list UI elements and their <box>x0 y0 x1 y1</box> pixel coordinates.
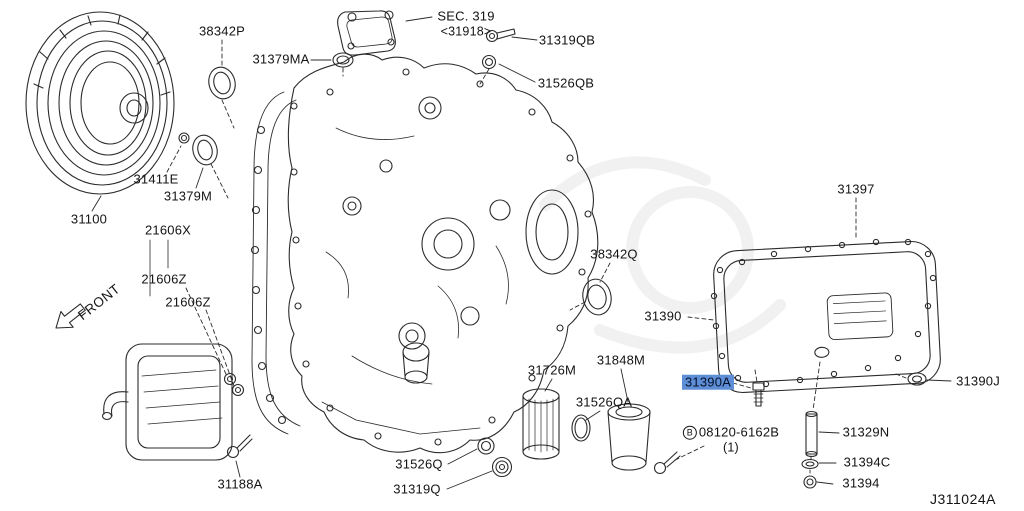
control-bracket-drawing <box>332 10 396 68</box>
leader-lines <box>91 16 952 490</box>
part-label-31390J[interactable]: 31390J <box>956 373 1000 389</box>
part-label-31188A[interactable]: 31188A <box>217 476 263 492</box>
part-label-31319QB[interactable]: 31319QB <box>538 32 596 48</box>
part-label-38342P[interactable]: 38342P <box>198 23 246 39</box>
front-arrow <box>55 303 86 329</box>
part-label-31394C[interactable]: 31394C <box>843 454 891 470</box>
part-label-sec-319[interactable]: SEC. 319<31918> <box>437 8 495 39</box>
pan-hardware-drawing <box>752 372 927 489</box>
part-label-31379M[interactable]: 31379M <box>163 188 213 204</box>
oil-cooler-drawing <box>101 343 253 461</box>
part-label-31329N[interactable]: 31329N <box>842 424 890 440</box>
oil-pan-drawing <box>710 238 941 394</box>
part-label-31394[interactable]: 31394 <box>842 475 880 491</box>
part-label-31726M[interactable]: 31726M <box>527 362 577 378</box>
part-label-31100[interactable]: 31100 <box>70 211 108 227</box>
part-label-31390A[interactable]: 31390A <box>681 374 735 391</box>
part-label-21606X[interactable]: 21606X <box>144 222 192 238</box>
part-label-38342Q[interactable]: 38342Q <box>590 246 638 262</box>
transmission-case-drawing <box>250 53 599 454</box>
part-label-31319Q[interactable]: 31319Q <box>393 481 441 497</box>
bolt-31319QB-drawing <box>481 28 516 70</box>
seal-rings-drawing <box>178 66 612 316</box>
part-label-21606Z-1[interactable]: 21606Z <box>141 271 187 287</box>
part-label-31526QB[interactable]: 31526QB <box>537 75 595 91</box>
part-label-31848M[interactable]: 31848M <box>596 352 646 368</box>
part-label-31379MA[interactable]: 31379MA <box>252 51 310 67</box>
part-label-31526QA[interactable]: 31526QA <box>575 394 633 410</box>
torque-converter-drawing <box>25 11 175 195</box>
circled-prefix: B <box>682 425 697 440</box>
part-label-21606Z-2[interactable]: 21606Z <box>165 294 211 310</box>
oil-filter-drawing <box>522 388 681 475</box>
part-label-31411E[interactable]: 31411E <box>133 171 179 187</box>
part-label-31397[interactable]: 31397 <box>837 181 875 197</box>
diagram-code: J311024A <box>929 491 996 507</box>
small-parts-drawing <box>477 437 513 478</box>
part-label-31526Q[interactable]: 31526Q <box>395 456 443 472</box>
part-label-31390[interactable]: 31390 <box>644 308 682 324</box>
